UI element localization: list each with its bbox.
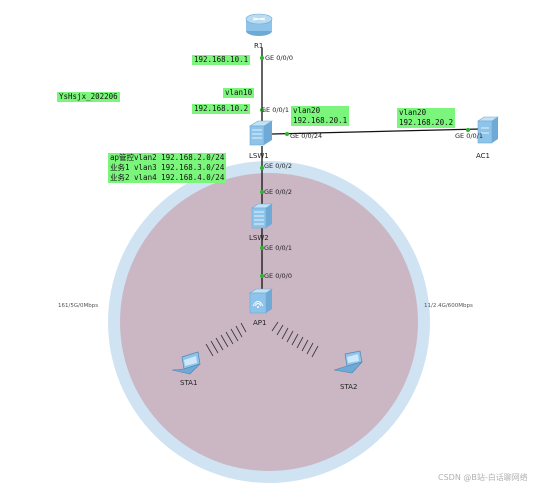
sta1-label: STA1 [180,379,198,387]
band-left-label: 161/5G/0Mbps [58,303,99,309]
ac-vlan-line2: 192.168.20.2 [399,118,454,127]
lsw1-label: LSW1 [249,152,269,160]
vlan-plan-note: ap管控vlan2 192.168.2.0/24 业务1 vlan3 192.1… [108,153,227,183]
vlan20-note: vlan20 192.168.20.1 [291,106,350,126]
vlan20-line1: vlan20 [293,106,321,115]
ac-vlan-line1: vlan20 [399,108,427,117]
port-label: GE 0/0/0 [264,272,292,280]
vlan-plan-line2: 业务1 vlan3 192.168.3.0/24 [110,163,225,172]
lsw2-label: LSW2 [249,234,269,242]
band-right-label: 11/2.4G/600Mbps [424,303,473,309]
sta2-label: STA2 [340,383,358,391]
port-label: GE 0/0/1 [261,106,289,114]
vlan20-line2: 192.168.20.1 [293,116,348,125]
author-note: YsHsjx_202206 [57,92,120,102]
l2-switch-icon[interactable] [251,203,273,229]
watermark: CSDN @B站-白话聊网络 [438,473,528,482]
port-label: GE 0/0/1 [264,244,292,252]
laptop-icon[interactable] [171,351,201,375]
port-dots [260,56,470,278]
router-icon[interactable] [245,13,273,36]
lsw1-ip-note: 192.168.10.2 [192,104,251,114]
laptop-icon[interactable] [333,350,363,374]
port-label: GE 0/0/1 [455,132,483,140]
port-label: GE 0/0/2 [264,188,292,196]
wireless-signal-left [205,322,247,357]
vlan-plan-line3: 业务2 vlan4 192.168.4.0/24 [110,173,225,182]
access-controller-icon[interactable] [477,116,499,144]
vlan-plan-line1: ap管控vlan2 192.168.2.0/24 [110,153,225,162]
port-label: GE 0/0/0 [265,54,293,62]
link-lsw1-ac1[interactable] [271,128,481,135]
ac1-label: AC1 [476,152,491,160]
vlan10-note: vlan10 [223,88,255,98]
router-label: R1 [254,42,264,50]
access-point-icon[interactable] [249,288,273,314]
r1-ip-note: 192.168.10.1 [192,55,251,65]
coverage-inner-circle [120,173,418,471]
ac-vlan-note: vlan20 192.168.20.2 [397,108,456,128]
ap1-label: AP1 [253,319,267,327]
port-label: GE 0/0/24 [290,132,323,140]
wireless-signal-right [271,321,319,358]
l3-switch-icon[interactable] [248,120,274,146]
port-label: GE 0/0/2 [264,162,292,170]
